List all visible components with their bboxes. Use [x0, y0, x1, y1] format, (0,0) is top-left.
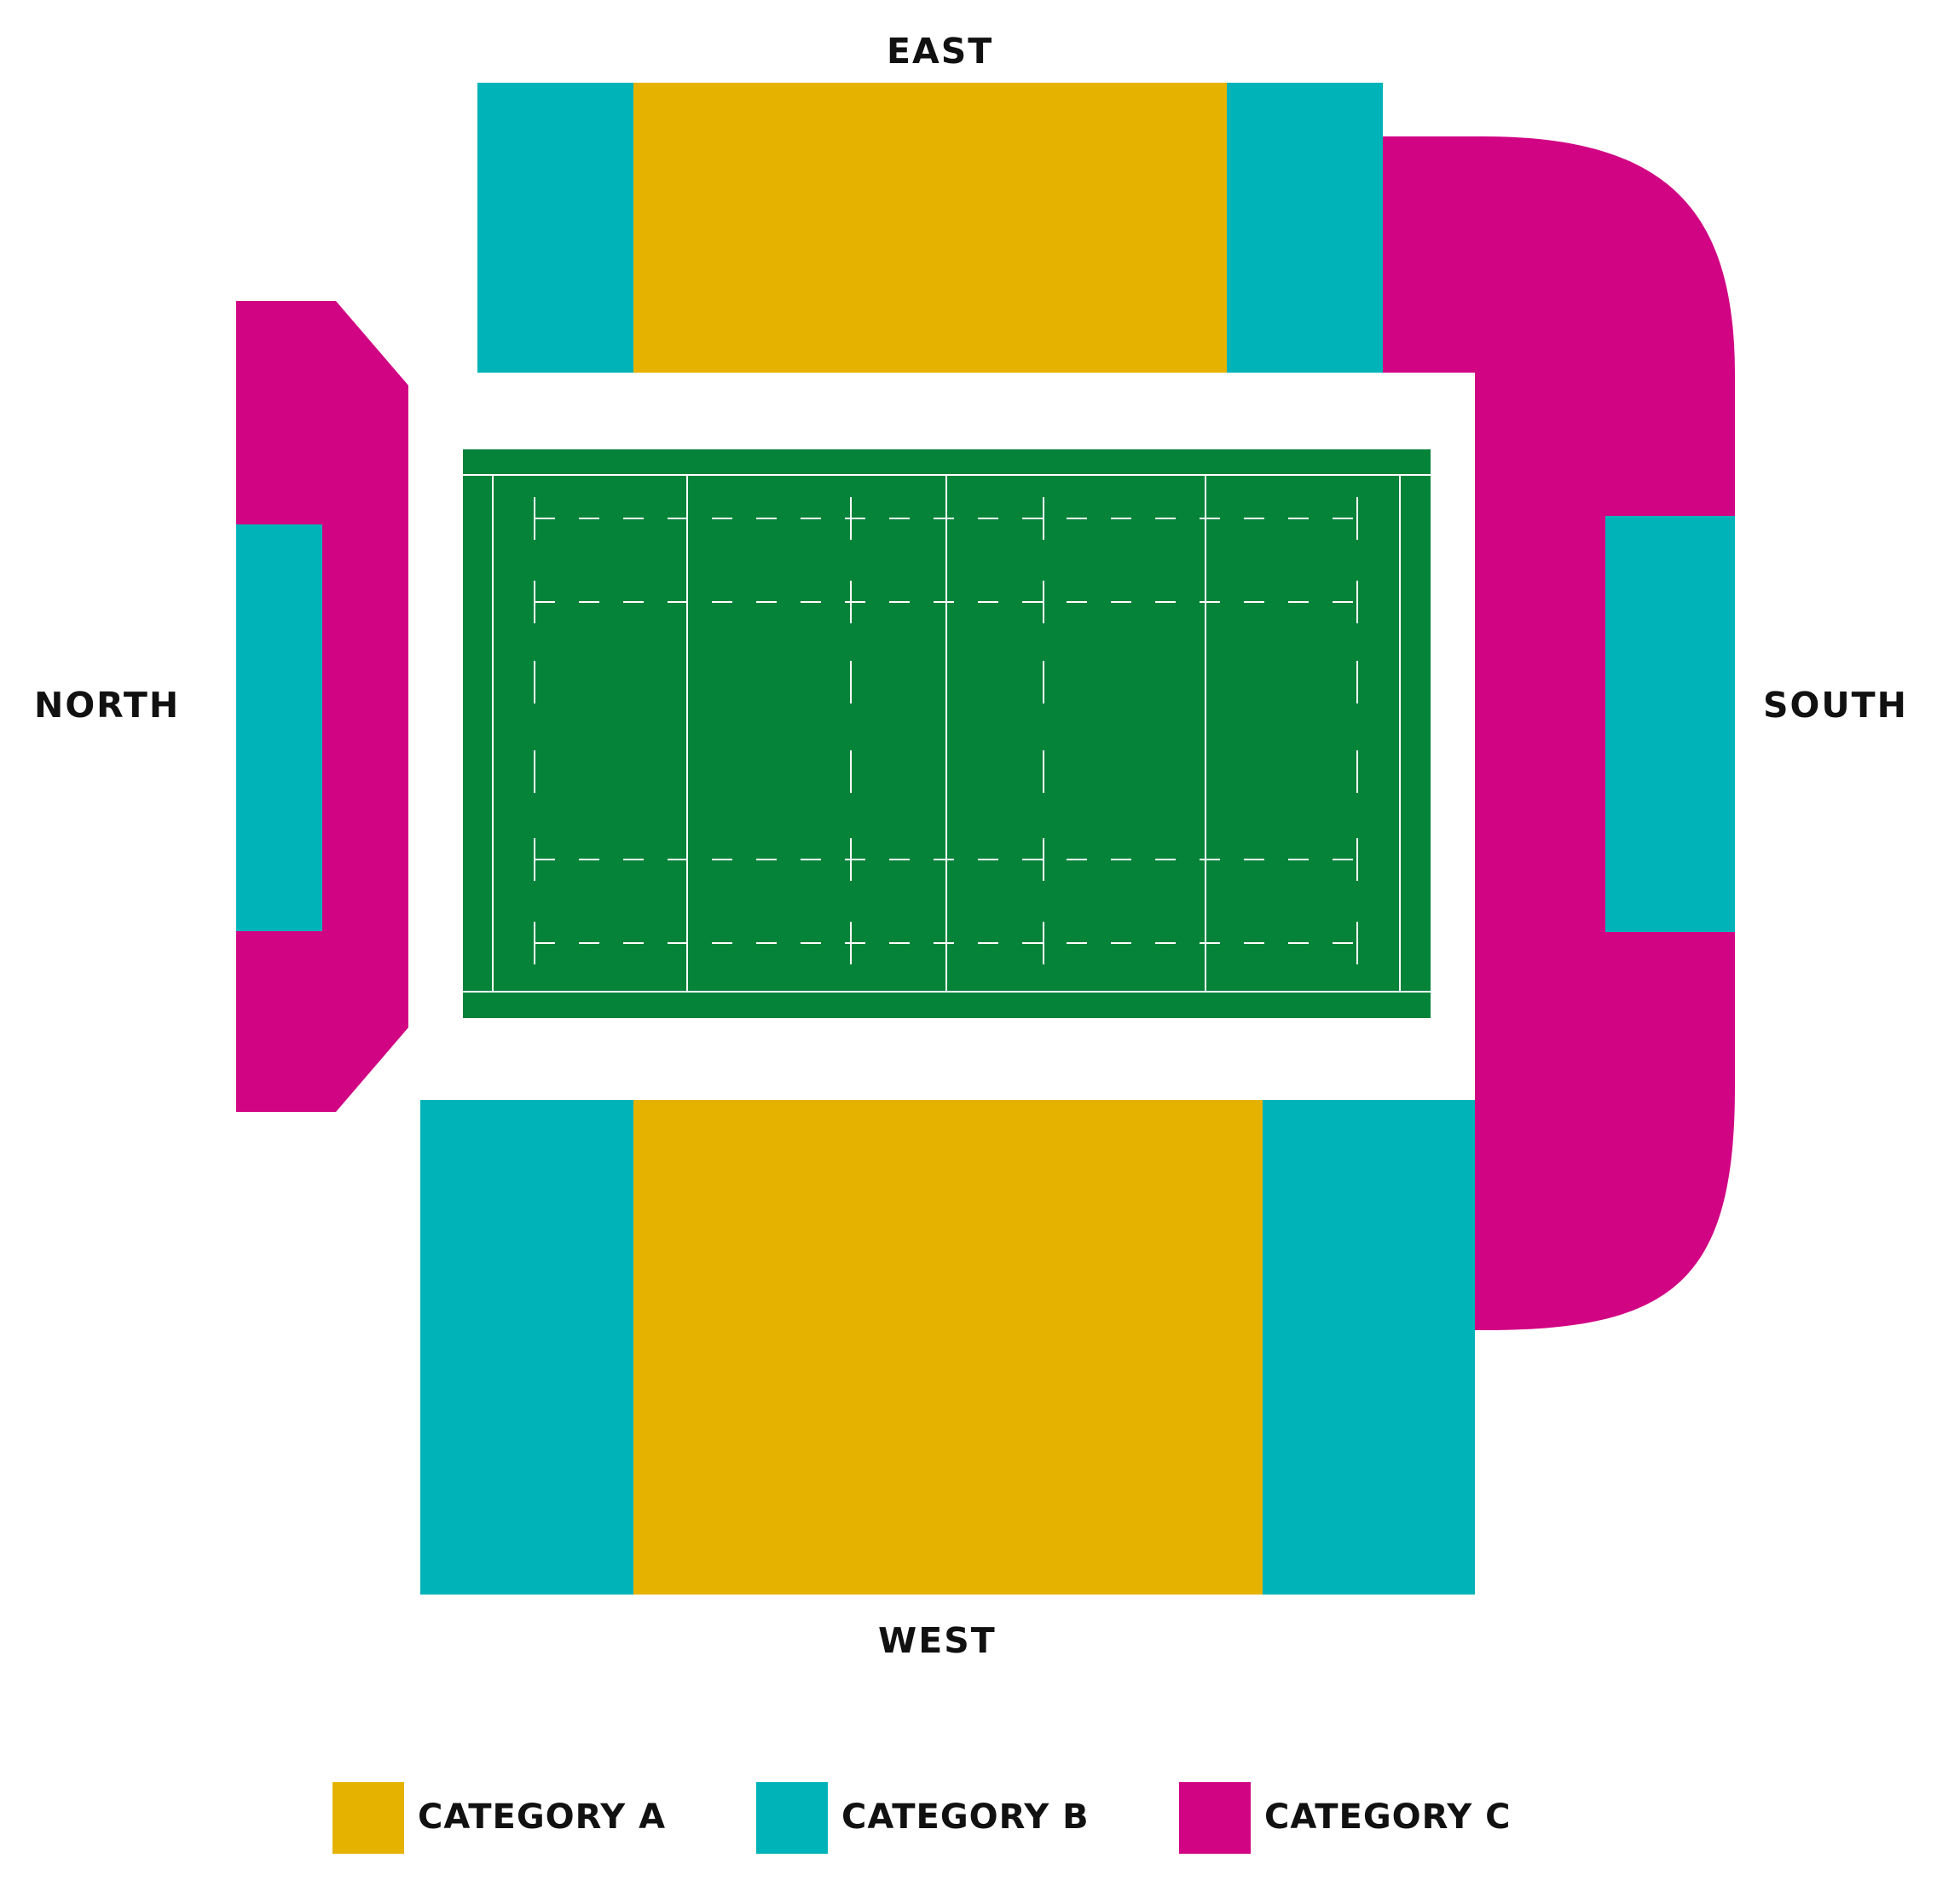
- west-stand-label: WEST: [878, 1620, 997, 1661]
- south-stand-category-b[interactable]: [1605, 516, 1735, 932]
- west-stand-category-b-left[interactable]: [420, 1100, 633, 1595]
- legend: CATEGORY A CATEGORY B CATEGORY C: [332, 1782, 1697, 1859]
- south-stand-label: SOUTH: [1763, 685, 1908, 726]
- east-stand-category-a[interactable]: [633, 83, 1227, 373]
- rugby-pitch: [463, 449, 1431, 1018]
- east-stand-category-b-left[interactable]: [477, 83, 633, 373]
- west-stand-category-b-right[interactable]: [1263, 1100, 1475, 1595]
- west-stand-category-a[interactable]: [633, 1100, 1263, 1595]
- legend-label-category-c: CATEGORY C: [1264, 1797, 1512, 1837]
- legend-swatch-category-a: [332, 1782, 404, 1854]
- legend-swatch-category-b: [756, 1782, 828, 1854]
- east-stand-category-b-right[interactable]: [1227, 83, 1383, 373]
- legend-label-category-a: CATEGORY A: [418, 1797, 667, 1837]
- north-stand-category-b[interactable]: [236, 524, 322, 931]
- north-stand-label: NORTH: [34, 685, 181, 726]
- legend-swatch-category-c: [1179, 1782, 1251, 1854]
- east-stand-label: EAST: [887, 31, 994, 72]
- legend-label-category-b: CATEGORY B: [841, 1797, 1090, 1837]
- south-stand-category-c[interactable]: [1383, 136, 1735, 1330]
